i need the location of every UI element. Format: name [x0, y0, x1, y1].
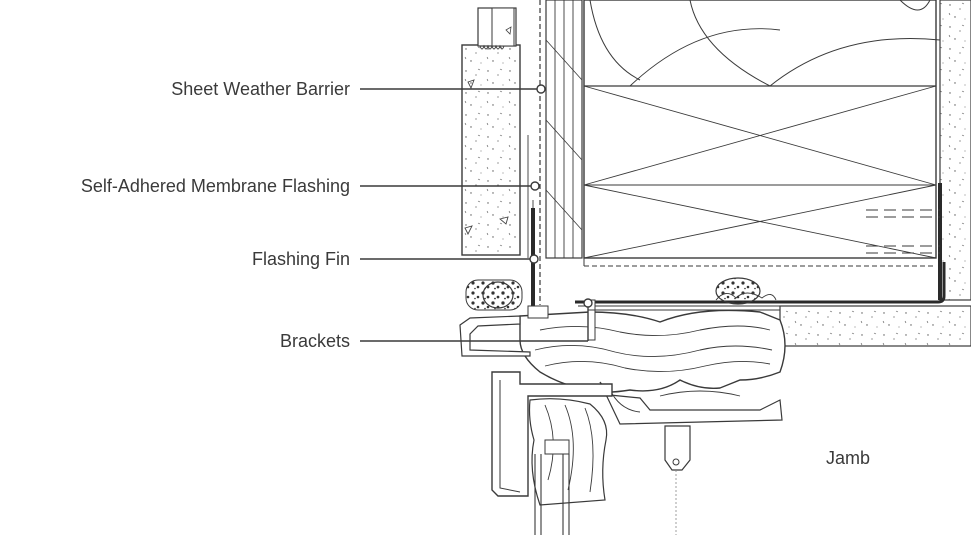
label-self-adhered-membrane-flashing: Self-Adhered Membrane Flashing: [80, 176, 350, 196]
label-flashing-fin: Flashing Fin: [251, 249, 350, 269]
label-brackets: Brackets: [279, 331, 350, 351]
sheathing: [527, 0, 583, 305]
sill-membrane: [575, 262, 946, 307]
leader-lines: [360, 84, 593, 342]
cladding-panel: [461, 7, 521, 256]
sash: [491, 371, 613, 535]
window-frame: [459, 299, 786, 425]
label-jamb: Jamb: [826, 448, 871, 468]
screen-track: [664, 425, 691, 535]
backer-rods: [465, 277, 777, 311]
concrete-wall: [779, 0, 971, 347]
label-sheet-weather-barrier: Sheet Weather Barrier: [171, 79, 350, 99]
framing-cavity: [583, 0, 941, 267]
